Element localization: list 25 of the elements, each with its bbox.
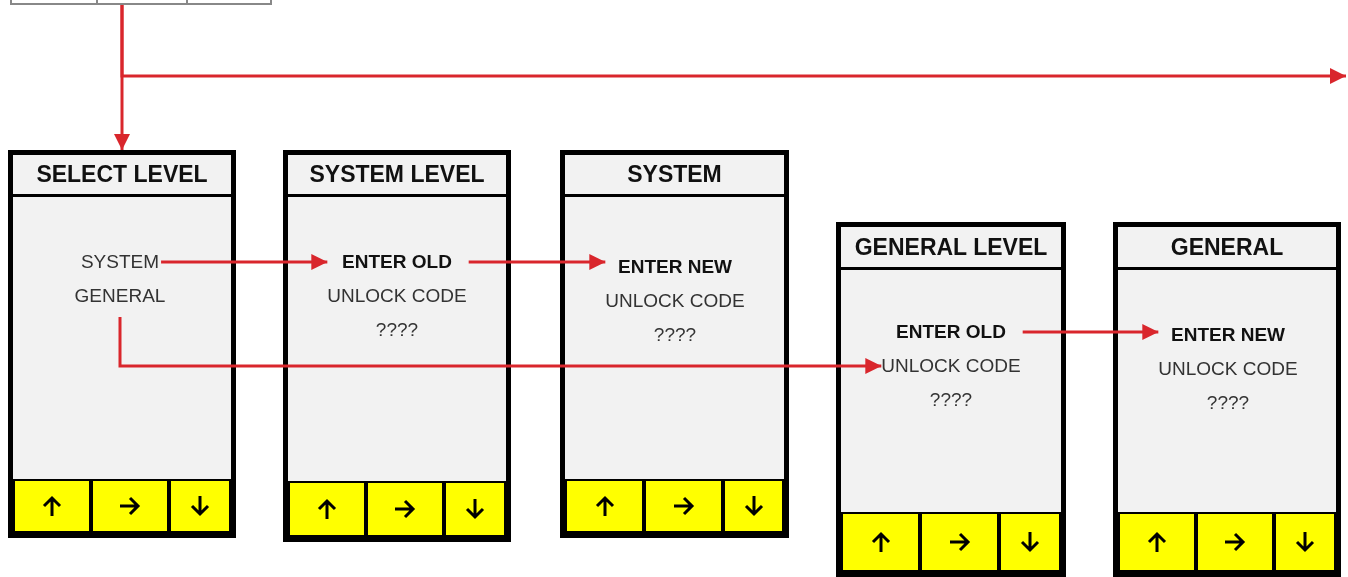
menu-option: GENERAL <box>74 279 166 313</box>
prompt-text: UNLOCK CODE <box>881 354 1021 378</box>
prompt-heading: ENTER OLD <box>341 250 453 274</box>
code-entry-field: ???? <box>605 318 745 352</box>
device-screen <box>560 150 789 538</box>
prompt-heading: ENTER OLD <box>895 320 1007 344</box>
arrow <box>161 254 328 270</box>
arrow <box>120 5 1346 84</box>
device-screen <box>836 222 1066 577</box>
prompt-text: UNLOCK CODE <box>1158 357 1298 381</box>
code-entry-field: ???? <box>327 313 467 347</box>
code-entry-field: ???? <box>881 383 1021 417</box>
prompt-heading: ENTER NEW <box>1170 323 1286 347</box>
arrow <box>118 317 882 374</box>
device-screen <box>1113 222 1341 577</box>
prompt-heading: ENTER NEW <box>617 255 733 279</box>
prompt-text: UNLOCK CODE <box>327 284 467 308</box>
device-screen <box>283 150 511 542</box>
menu-option: SYSTEM <box>80 245 160 279</box>
arrow <box>468 254 606 270</box>
prompt-text: UNLOCK CODE <box>605 289 745 313</box>
menu-box <box>10 0 272 5</box>
arrow <box>1022 324 1159 340</box>
device-screen <box>8 150 236 538</box>
code-entry-field: ???? <box>1158 386 1298 420</box>
